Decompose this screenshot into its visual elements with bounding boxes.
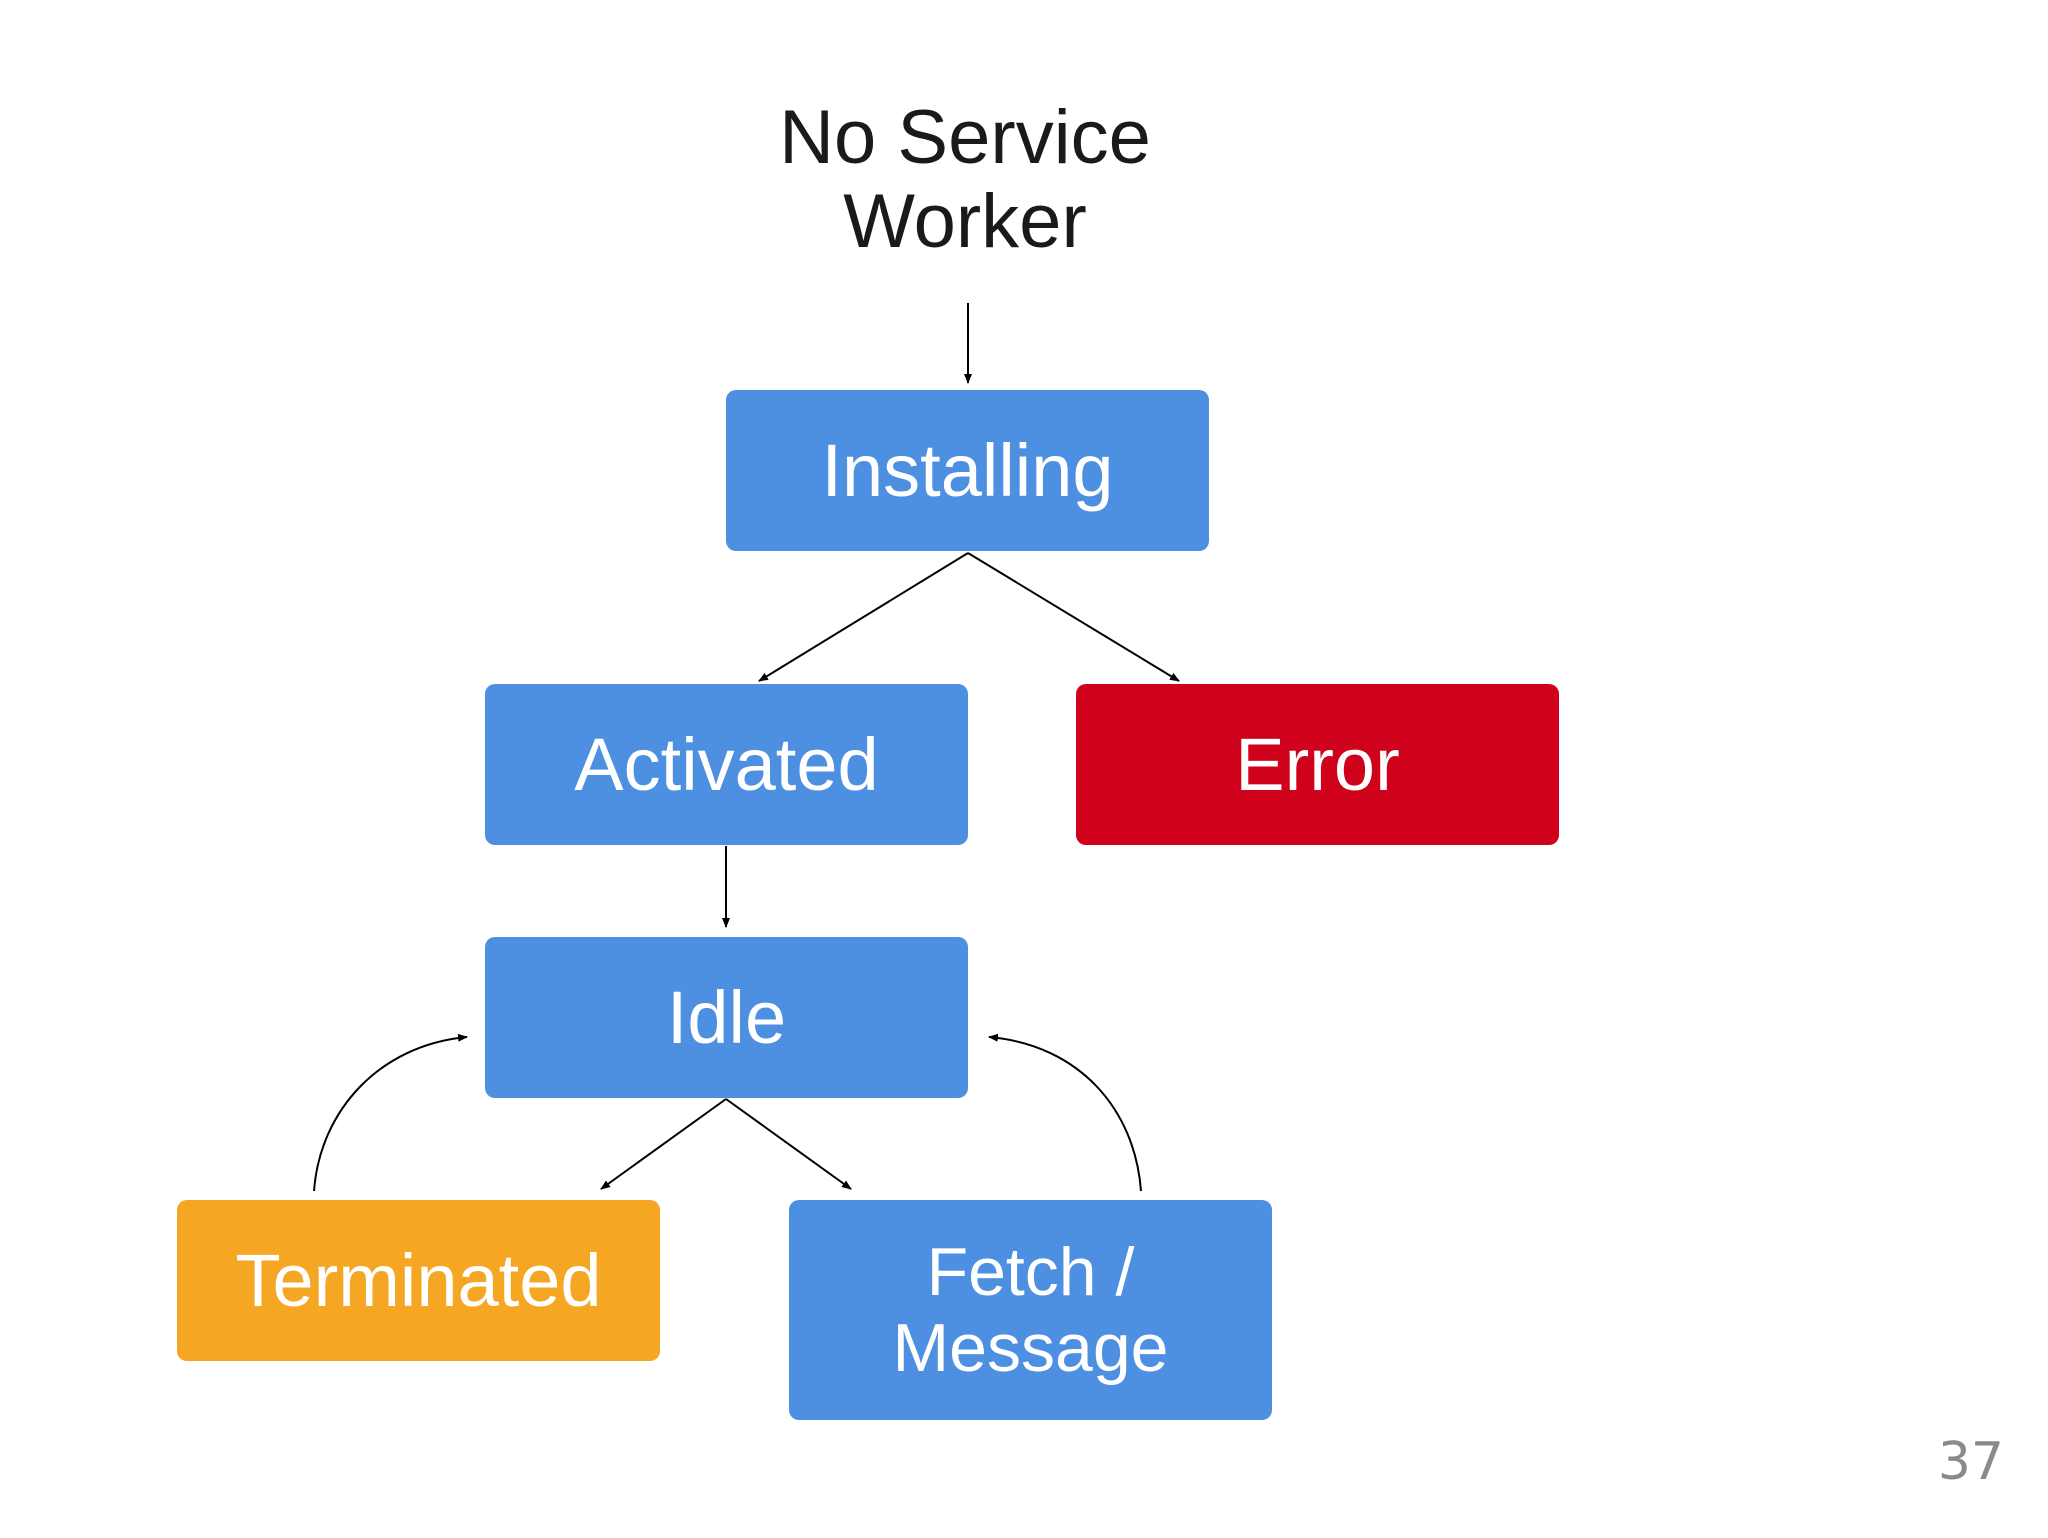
diagram-title: No Service Worker [710,96,1220,264]
node-error-label: Error [1235,722,1400,806]
node-fetch-message: Fetch / Message [789,1200,1272,1420]
title-line-1: No Service [779,95,1151,180]
node-error: Error [1076,684,1559,845]
node-activated-label: Activated [574,722,879,806]
title-line-2: Worker [843,179,1087,264]
page-number: 37 [1937,1432,2004,1492]
edge-installing-to-error [967,552,1180,682]
node-fetch-message-line-1: Fetch / [926,1234,1135,1310]
node-fetch-message-line-2: Message [892,1310,1169,1386]
edge-terminated-to-idle [313,1033,468,1192]
edge-fetch-to-idle [988,1033,1142,1192]
node-installing-label: Installing [821,428,1114,512]
edge-idle-to-terminated [600,1098,727,1190]
edge-installing-to-activated [758,552,969,682]
node-idle: Idle [485,937,968,1098]
node-activated: Activated [485,684,968,845]
node-terminated-label: Terminated [235,1238,602,1322]
edge-idle-to-fetch [725,1098,852,1190]
node-installing: Installing [726,390,1209,551]
node-idle-label: Idle [666,975,787,1059]
node-terminated: Terminated [177,1200,660,1361]
